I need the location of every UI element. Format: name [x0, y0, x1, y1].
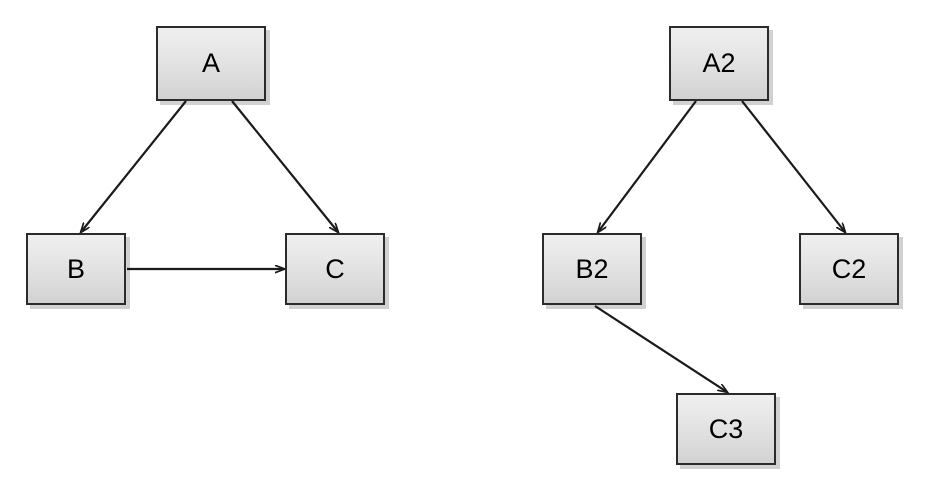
node-c[interactable]: C: [285, 233, 385, 305]
node-label: B: [66, 253, 85, 284]
edge-a-b: [81, 100, 187, 232]
node-a[interactable]: A: [156, 26, 266, 101]
edges-group: [81, 100, 845, 392]
node-b[interactable]: B: [26, 233, 126, 305]
node-label: A2: [702, 48, 736, 78]
edge-a-c: [231, 100, 338, 232]
node-label: C: [325, 253, 345, 284]
node-c3[interactable]: C3: [676, 393, 776, 465]
node-a2[interactable]: A2: [669, 26, 769, 101]
edge-a2-b2: [598, 100, 697, 232]
edge-b2-c3: [594, 305, 727, 392]
node-b2[interactable]: B2: [542, 233, 642, 305]
node-label: C2: [831, 253, 867, 284]
node-label: A: [201, 48, 220, 78]
node-label: B2: [575, 253, 609, 284]
node-label: C3: [708, 413, 744, 444]
edge-a2-c2: [741, 100, 845, 232]
node-c2[interactable]: C2: [799, 233, 899, 305]
